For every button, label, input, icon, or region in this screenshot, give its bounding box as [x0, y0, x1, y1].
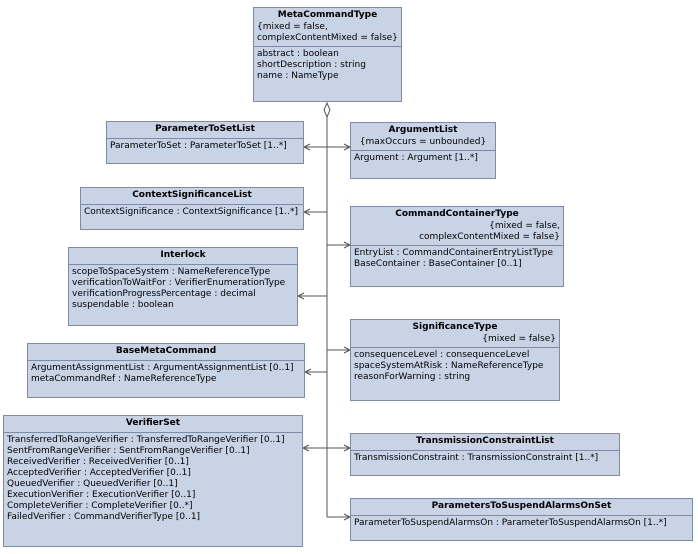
class-title: SignificanceType	[412, 322, 498, 332]
class-attribute: AcceptedVerifier : AcceptedVerifier [0..…	[7, 468, 191, 478]
class-attribute: QueuedVerifier : QueuedVerifier [0..1]	[7, 479, 178, 489]
class-metacommandtype[interactable]: MetaCommandType {mixed = false, complexC…	[253, 7, 402, 102]
arrow-contextsignificancelist	[302, 208, 311, 216]
class-attribute: FailedVerifier : CommandVerifierType [0.…	[7, 512, 201, 522]
class-attribute: consequenceLevel : consequenceLevel	[354, 350, 530, 360]
class-divider	[28, 360, 304, 361]
class-title: MetaCommandType	[277, 10, 378, 20]
class-note: {maxOccurs = unbounded}	[359, 137, 487, 147]
class-attribute: CompleteVerifier : CompleteVerifier [0..…	[7, 501, 193, 511]
class-title: TransmissionConstraintList	[416, 436, 554, 446]
class-title: ParameterToSetList	[155, 124, 255, 134]
arrow-verifierset	[301, 444, 310, 452]
class-note: {mixed = false,	[257, 22, 328, 32]
aggregation-diamond	[323, 101, 331, 119]
class-attribute: spaceSystemAtRisk : NameReferenceType	[354, 361, 544, 371]
class-attribute: TransferredToRangeVerifier : Transferred…	[7, 435, 285, 445]
class-attribute: ParameterToSuspendAlarmsOn : ParameterTo…	[354, 518, 667, 528]
class-attribute: metaCommandRef : NameReferenceType	[31, 374, 217, 384]
class-divider	[351, 245, 563, 246]
class-attribute: BaseContainer : BaseContainer [0..1]	[354, 259, 522, 269]
class-note: complexContentMixed = false}	[419, 232, 560, 242]
class-divider	[4, 432, 302, 433]
class-attribute: ArgumentAssignmentList : ArgumentAssignm…	[31, 363, 294, 373]
class-parametertosetlist[interactable]: ParameterToSetList ParameterToSet : Para…	[106, 121, 304, 164]
class-transmissionconstraintlist[interactable]: TransmissionConstraintList TransmissionC…	[350, 433, 620, 476]
class-note: {mixed = false}	[482, 334, 556, 344]
class-title: ParametersToSuspendAlarmsOnSet	[431, 501, 612, 511]
class-divider	[351, 347, 559, 348]
class-contextsignificancelist[interactable]: ContextSignificanceList ContextSignifica…	[80, 187, 304, 230]
class-title: VerifierSet	[125, 418, 181, 428]
class-significancetype[interactable]: SignificanceType {mixed = false} consequ…	[350, 319, 560, 401]
class-divider	[351, 150, 495, 151]
class-attribute: TransmissionConstraint : TransmissionCon…	[354, 453, 599, 463]
class-title: CommandContainerType	[395, 209, 519, 219]
class-attribute: verificationToWaitFor : VerifierEnumerat…	[72, 278, 286, 288]
class-attribute: name : NameType	[257, 71, 339, 81]
class-title: BaseMetaCommand	[115, 346, 217, 356]
class-attribute: SentFromRangeVerifier : SentFromRangeVer…	[7, 446, 250, 456]
class-commandcontainertype[interactable]: CommandContainerType {mixed = false, com…	[350, 206, 564, 287]
class-argumentlist[interactable]: ArgumentList {maxOccurs = unbounded} Arg…	[350, 122, 496, 179]
class-note: complexContentMixed = false}	[257, 33, 398, 43]
class-attribute: verificationProgressPercentage : decimal	[72, 289, 256, 299]
class-parameterstosuspendalarmsonset[interactable]: ParametersToSuspendAlarmsOnSet Parameter…	[350, 498, 693, 541]
class-attribute: reasonForWarning : string	[354, 372, 471, 382]
class-divider	[351, 450, 619, 451]
class-title: Interlock	[160, 250, 206, 260]
class-attribute: scopeToSpaceSystem : NameReferenceType	[72, 267, 271, 277]
class-attribute: suspendable : boolean	[72, 300, 174, 310]
class-divider	[69, 264, 297, 265]
class-attribute: ContextSignificance : ContextSignificanc…	[84, 207, 299, 217]
class-attribute: ParameterToSet : ParameterToSet [1..*]	[110, 141, 287, 151]
class-interlock[interactable]: Interlock scopeToSpaceSystem : NameRefer…	[68, 247, 298, 326]
class-divider	[107, 138, 303, 139]
class-attribute: abstract : boolean	[257, 49, 339, 59]
arrow-basemetacommand	[303, 368, 312, 376]
class-attribute: shortDescription : string	[257, 60, 366, 70]
class-divider	[254, 46, 401, 47]
class-basemetacommand[interactable]: BaseMetaCommand ArgumentAssignmentList :…	[27, 343, 305, 398]
class-note: {mixed = false,	[489, 221, 560, 231]
class-divider	[81, 204, 303, 205]
class-title: ContextSignificanceList	[132, 190, 252, 200]
class-title: ArgumentList	[388, 125, 458, 135]
arrow-parametertosetlist	[302, 143, 311, 151]
class-verifierset[interactable]: VerifierSet TransferredToRangeVerifier :…	[3, 415, 303, 547]
class-attribute: Argument : Argument [1..*]	[354, 153, 478, 163]
arrow-interlock	[296, 292, 305, 300]
class-divider	[351, 515, 692, 516]
class-attribute: ReceivedVerifier : ReceivedVerifier [0..…	[7, 457, 189, 467]
class-attribute: EntryList : CommandContainerEntryListTyp…	[354, 248, 554, 258]
class-attribute: ExecutionVerifier : ExecutionVerifier [0…	[7, 490, 196, 500]
